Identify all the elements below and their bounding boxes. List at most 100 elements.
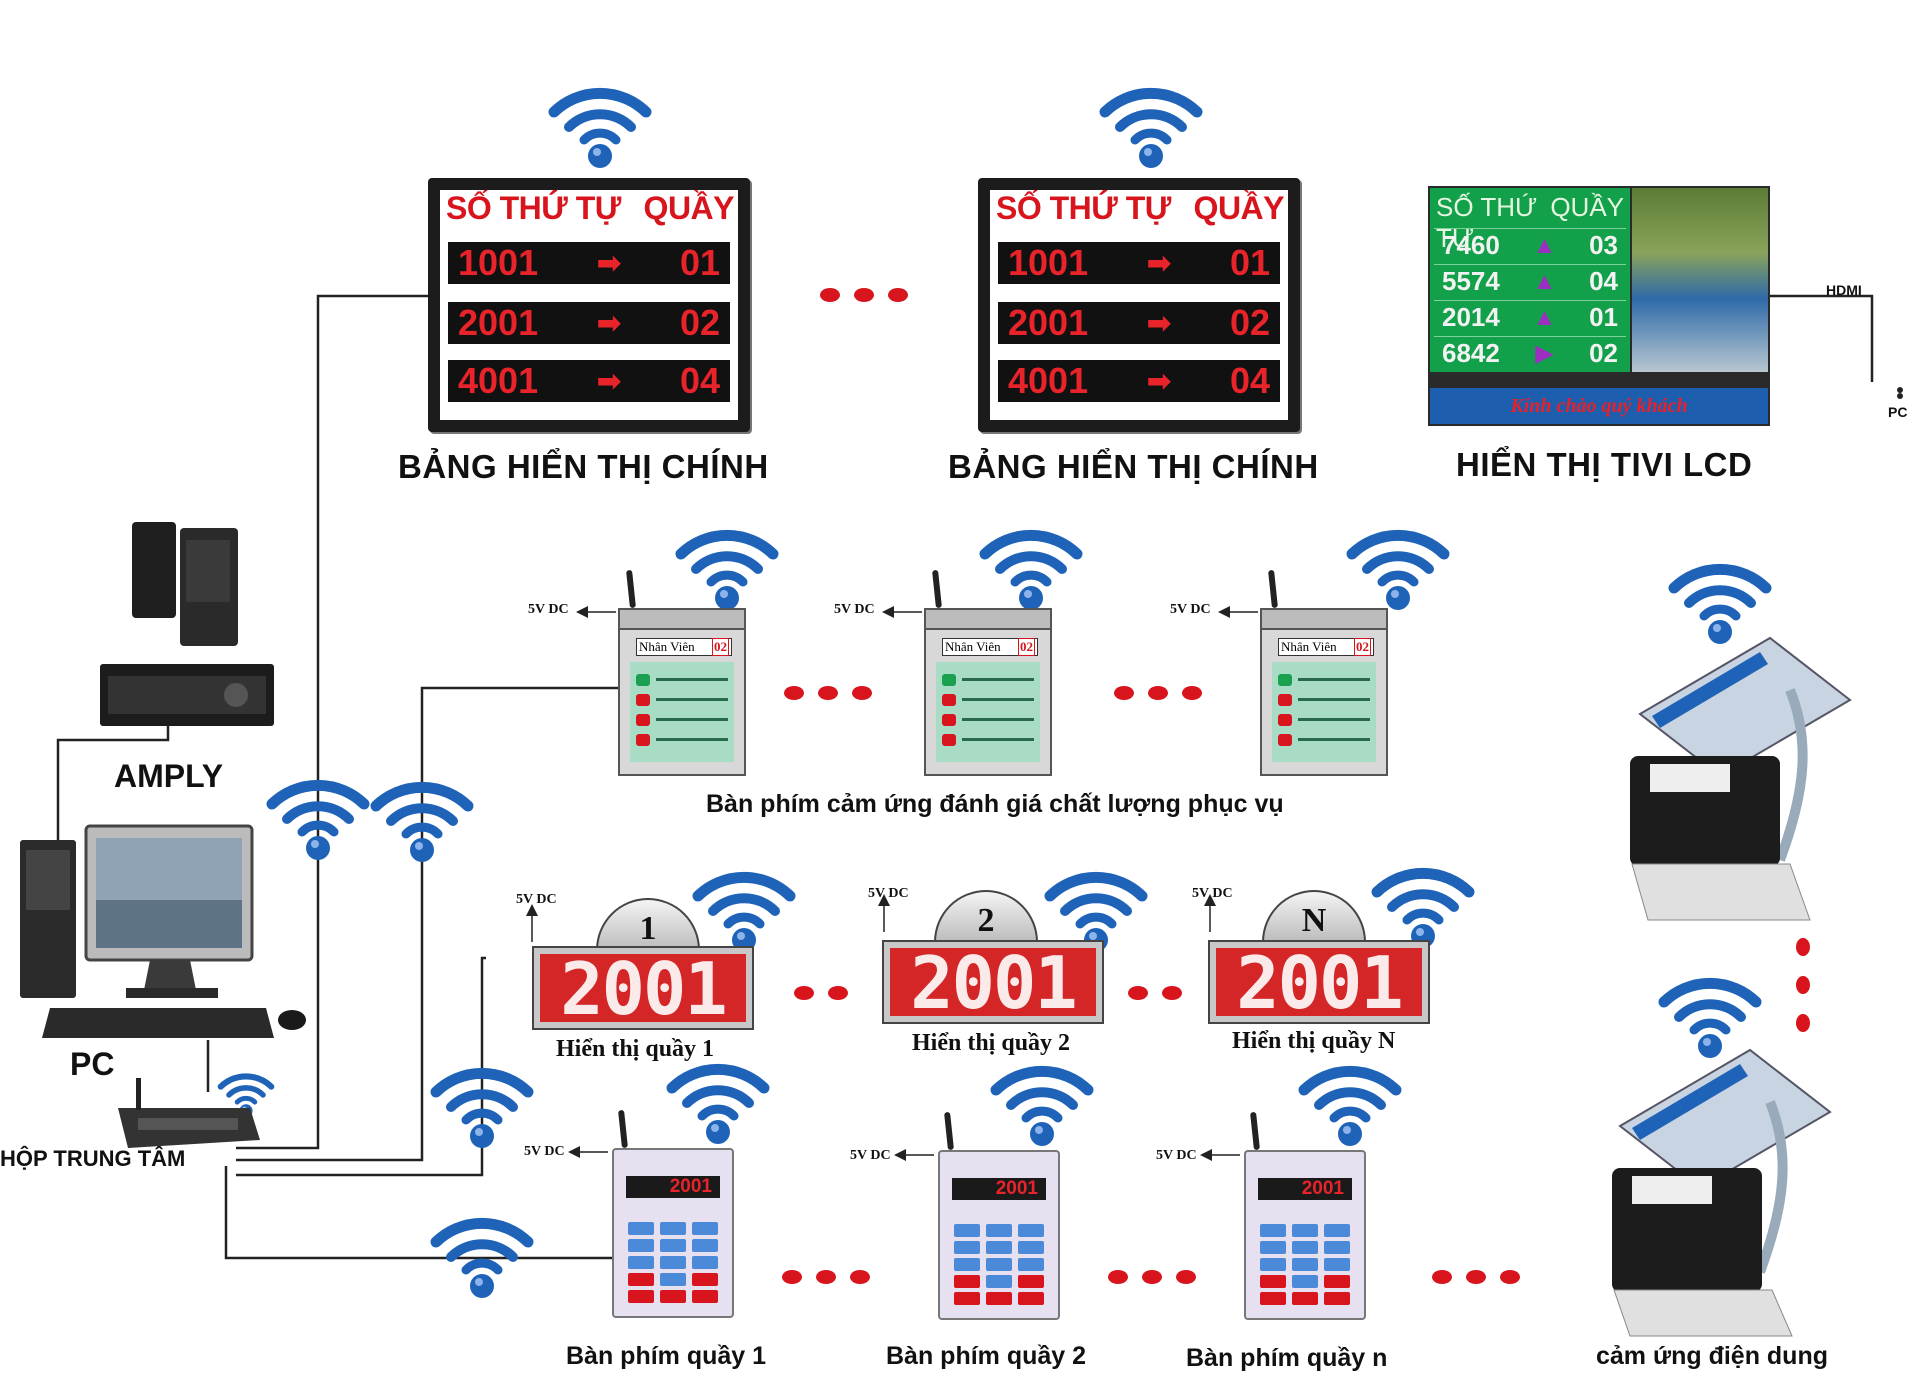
tv-header-counter: QUẦY [1550, 192, 1624, 222]
arrow-right-icon: ➡ [1146, 246, 1172, 280]
central-hub-label: HỘP TRUNG TÂM [0, 1146, 186, 1171]
counter-number: 02 [679, 302, 720, 343]
board-header-number: SỐ THỨ TỰ [446, 190, 621, 226]
call-keypad-n-label: Bàn phím quầy n [1186, 1344, 1388, 1372]
counter-display-number: 2001 [540, 953, 746, 1025]
arrow-right-icon: ➡ [1146, 364, 1172, 398]
keyboard [42, 1008, 274, 1038]
board-header-counter: QUẦY [643, 190, 735, 226]
pc-label: PC [70, 1046, 115, 1082]
call-keypad-number: 2001 [952, 1178, 1046, 1200]
ticket-number: 1001 [1008, 242, 1089, 283]
ellipsis-dots [820, 288, 908, 302]
staff-number: 02 [1354, 638, 1371, 656]
lcd-tv-label: HIỂN THỊ TIVI LCD [1456, 446, 1753, 483]
counter-display-1-label: Hiển thị quầy 1 [556, 1036, 715, 1062]
lcd-tv: SỐ THỨ TỰ QUẦY 7460▲03 5574▲04 2014▲01 6… [1428, 186, 1770, 426]
staff-number: 02 [1018, 638, 1035, 656]
play-icon: ▶ [1535, 340, 1554, 367]
pc-port-label: PC [1888, 404, 1908, 420]
eval-keypad-caption: Bàn phím cảm ứng đánh giá chất lượng phụ… [706, 790, 1284, 818]
staff-label: Nhân Viên [945, 639, 1001, 654]
power-label: 5V DC [834, 602, 875, 617]
staff-label: Nhân Viên [639, 639, 695, 654]
staff-label: Nhân Viên [1281, 639, 1337, 654]
ticket-number: 4001 [1008, 360, 1089, 401]
eval-keypad-2[interactable]: Nhân Viên 02 [924, 608, 1052, 776]
call-keypad-2[interactable]: 2001 [938, 1150, 1060, 1320]
arrow-right-icon: ➡ [596, 246, 622, 280]
tv-queue-panel: SỐ THỨ TỰ QUẦY 7460▲03 5574▲04 2014▲01 6… [1430, 188, 1630, 372]
mouse [278, 1010, 306, 1030]
counter-display-n-label: Hiển thị quầy N [1232, 1028, 1396, 1054]
tv-header-number: SỐ THỨ TỰ [1436, 192, 1538, 253]
keypad-keys[interactable] [954, 1224, 1044, 1305]
counter-display-n: 2001 [1208, 940, 1430, 1024]
tv-ticker: Kính chào quý khách [1430, 388, 1768, 424]
board-row: 2001 ➡ 02 [998, 302, 1280, 344]
board-row: 4001 ➡ 04 [998, 360, 1280, 402]
arrow-right-icon: ➡ [1146, 306, 1172, 340]
ticket-printer-bottom [1612, 1048, 1832, 1337]
tv-video-area [1632, 188, 1768, 372]
counter-display-2: 2001 [882, 940, 1104, 1024]
ticket-printer-label: cảm ứng điện dung [1596, 1342, 1828, 1370]
board-header: SỐ THỨ TỰ QUẦY [446, 190, 735, 236]
ellipsis-dots [1432, 1270, 1520, 1284]
counter-number: 01 [1229, 242, 1270, 283]
call-keypad-n[interactable]: 2001 [1244, 1150, 1366, 1320]
power-label: 5V DC [1170, 602, 1211, 617]
keypad-keys[interactable] [1260, 1224, 1350, 1305]
power-label: 5V DC [528, 602, 569, 617]
counter-number: 02 [1229, 302, 1270, 343]
tv-row: 7460▲03 [1434, 228, 1626, 262]
power-label: 5V DC [868, 886, 909, 901]
counter-display-number: 2001 [890, 947, 1096, 1019]
call-keypad-1[interactable]: 2001 [612, 1148, 734, 1318]
tv-row: 2014▲01 [1434, 300, 1626, 334]
triangle-icon: ▲ [1532, 303, 1557, 331]
counter-number: 04 [1229, 360, 1270, 401]
main-board-1: SỐ THỨ TỰ QUẦY 1001➡01 2001➡02 4001➡04 [428, 178, 750, 432]
main-board-2-label: BẢNG HIỂN THỊ CHÍNH [948, 448, 1319, 485]
call-keypad-number: 2001 [626, 1176, 720, 1198]
counter-number: 01 [679, 242, 720, 283]
call-keypad-number: 2001 [1258, 1178, 1352, 1200]
main-board-2: SỐ THỨ TỰ QUẦY 1001 ➡ 01 2001 ➡ 02 4001 ➡ 04 [978, 178, 1300, 432]
board-row: 4001 ➡ 04 [448, 360, 730, 402]
arrow-right-icon: ➡ [596, 306, 622, 340]
triangle-icon: ▲ [1532, 231, 1557, 259]
tv-row: 6842▶02 [1434, 336, 1626, 370]
ellipsis-dots [794, 986, 848, 1000]
ticket-number: 4001 [458, 360, 539, 401]
call-keypad-2-label: Bàn phím quầy 2 [886, 1342, 1087, 1370]
board-row: 1001 ➡ 01 [998, 242, 1280, 284]
main-board-1-label: BẢNG HIỂN THỊ CHÍNH [398, 448, 769, 485]
ellipsis-dots [1114, 686, 1202, 700]
ticket-number: 2001 [1008, 302, 1089, 343]
ticket-number: 1001 [458, 242, 539, 283]
ellipsis-dots [1108, 1270, 1196, 1284]
power-label: 5V DC [850, 1148, 891, 1163]
board-row: 2001➡02 [448, 302, 730, 344]
counter-display-2-label: Hiển thị quầy 2 [912, 1030, 1071, 1056]
power-label: 5V DC [516, 892, 557, 907]
board-header: SỐ THỨ TỰ QUẦY [996, 190, 1285, 236]
vertical-ellipsis-dots [1796, 938, 1810, 1032]
keypad-keys[interactable] [628, 1222, 718, 1303]
board-header-number: SỐ THỨ TỰ [996, 190, 1171, 226]
arrow-right-icon: ➡ [596, 364, 622, 398]
board-header-counter: QUẦY [1193, 190, 1285, 226]
call-keypad-1-label: Bàn phím quầy 1 [566, 1342, 767, 1370]
ticket-printer-top [1630, 636, 1852, 921]
eval-keypad-3[interactable]: Nhân Viên 02 [1260, 608, 1388, 776]
counter-number: 04 [679, 360, 720, 401]
ellipsis-dots [782, 1270, 870, 1284]
hdmi-label: HDMI [1826, 282, 1862, 298]
power-label: 5V DC [1192, 886, 1233, 901]
power-label: 5V DC [1156, 1148, 1197, 1163]
amply-label: AMPLY [114, 758, 224, 794]
